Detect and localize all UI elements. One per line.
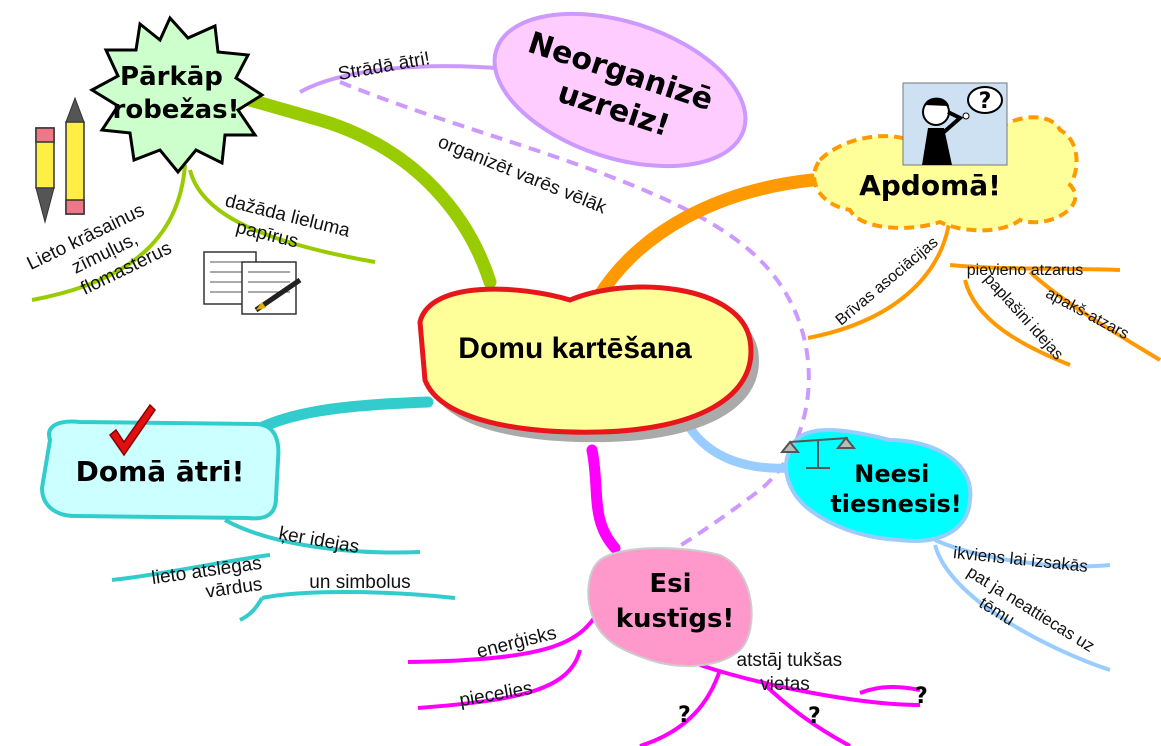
sub-line-apdoma-a xyxy=(807,214,952,340)
documents-icon xyxy=(203,251,302,315)
esi-title: Esi kustīgs! xyxy=(616,569,735,634)
sub-line-parkap-b xyxy=(188,169,376,264)
sub-line-esi-c xyxy=(699,663,921,707)
esi-node xyxy=(587,547,753,667)
doma-title: Domā ātri! xyxy=(76,455,245,488)
scales-icon xyxy=(779,436,857,469)
branch-line-parkap xyxy=(243,93,497,289)
neesi-node xyxy=(784,428,973,543)
sub-line-doma-b xyxy=(111,553,271,582)
esi-sub-b: piecelies xyxy=(458,678,534,712)
apdoma-sub-b: pievieno atzarus xyxy=(967,262,1084,279)
sub-line-esi-a xyxy=(407,608,602,664)
question-mark: ? xyxy=(915,684,928,709)
sub-line-neesi-a xyxy=(934,538,1111,569)
neorganize-node xyxy=(492,11,748,169)
apdoma-title: Apdomā! xyxy=(859,169,1001,202)
svg-text:?: ? xyxy=(979,89,992,114)
doma-sub-b: lieto atslēgas vārdus xyxy=(150,552,271,610)
thinking-person-icon: ? xyxy=(902,82,1008,166)
question-mark: ? xyxy=(808,704,821,729)
branch-line-apdoma xyxy=(591,173,819,305)
sub-line-neesi-b xyxy=(933,544,1111,672)
sub-line-doma-a xyxy=(224,518,421,555)
sub-line-apdoma-c xyxy=(1028,270,1161,362)
sub-line-neorg-b xyxy=(339,80,811,557)
sub-line-esi-e xyxy=(758,678,851,746)
sub-line-doma-c xyxy=(239,590,456,622)
apdoma-sub-a: Brīvas asociācijas xyxy=(833,234,942,329)
parkap-title: Pārkāp robežas! xyxy=(113,62,240,125)
doma-node xyxy=(39,419,281,521)
center-node xyxy=(417,284,754,435)
pencils-icon xyxy=(35,96,85,224)
question-mark: ? xyxy=(678,703,691,728)
doma-sub-a: ķer idejas xyxy=(277,523,361,558)
sub-line-apdoma-d xyxy=(963,279,1071,367)
parkap-node xyxy=(88,15,265,175)
neesi-title: Neesi tiesnesis! xyxy=(830,460,961,518)
sub-line-apdoma-b xyxy=(949,263,1121,272)
sub-line-parkap-a xyxy=(31,164,187,302)
center-label: Domu kartēšana xyxy=(458,332,692,365)
sub-line-esi-b xyxy=(417,649,582,710)
branch-line-esi xyxy=(586,444,621,554)
doma-sub-c: un simbolus xyxy=(309,572,410,593)
sub-line-esi-f xyxy=(859,685,921,695)
neorganize-sub-a: Strādā ātri! xyxy=(336,48,431,85)
sub-line-neorg-a xyxy=(299,64,521,94)
checkmark-icon xyxy=(108,403,156,457)
esi-sub-c: atstāj tukšas vietas xyxy=(737,650,848,695)
apdoma-sub-d: paplašini idejas xyxy=(980,271,1066,364)
apdoma-sub-c: apakš-atzars xyxy=(1043,285,1132,343)
branch-line-neesi xyxy=(683,420,795,473)
sub-line-esi-d xyxy=(639,669,722,746)
